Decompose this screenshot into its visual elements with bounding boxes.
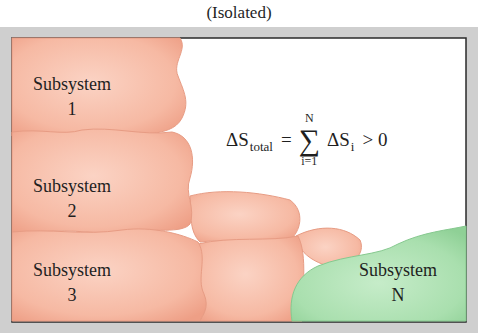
equation-symbol: ΔS (226, 128, 249, 152)
subsystem-label: Subsystem N (359, 258, 437, 308)
equation-term: ΔSi (327, 128, 354, 152)
system-boundary (12, 38, 466, 322)
subsystem-region: Subsystem 3 (12, 228, 208, 321)
equation-symbol: > 0 (362, 128, 387, 152)
sum-symbol: ∑ (299, 125, 320, 155)
subscript: i (351, 140, 355, 154)
entropy-equation: ΔStotal=N∑i=1ΔSi> 0 (222, 112, 391, 168)
subscript: total (250, 140, 273, 154)
equation-symbol: = (281, 128, 292, 152)
subsystem-blob (291, 226, 466, 321)
equation-term: > 0 (362, 128, 387, 152)
subsystem-region: Subsystem 2 (12, 128, 202, 234)
subsystem-region: Subsystem N (288, 226, 466, 321)
subsystem-blob (12, 129, 193, 233)
subsystem-blob (12, 229, 206, 321)
subsystem-blob (190, 192, 300, 242)
summation: N∑i=1 (299, 112, 320, 168)
equation-symbol: ΔS (327, 128, 350, 152)
diagram-title: (Isolated) (0, 2, 478, 24)
sum-limit: i=1 (301, 155, 317, 168)
subsystem-region: Subsystem 1 (12, 38, 192, 138)
surroundings-band (0, 27, 478, 333)
subsystem-blob (12, 38, 186, 137)
subsystem-blob (198, 236, 304, 321)
subsystem-label: Subsystem 1 (33, 72, 111, 122)
subsystem-label: Subsystem 2 (33, 174, 111, 224)
subsystem-label: Subsystem 3 (33, 258, 111, 308)
sum-limit: N (305, 112, 314, 125)
equation-term: ΔStotal (226, 128, 273, 152)
equation-term: = (281, 128, 292, 152)
